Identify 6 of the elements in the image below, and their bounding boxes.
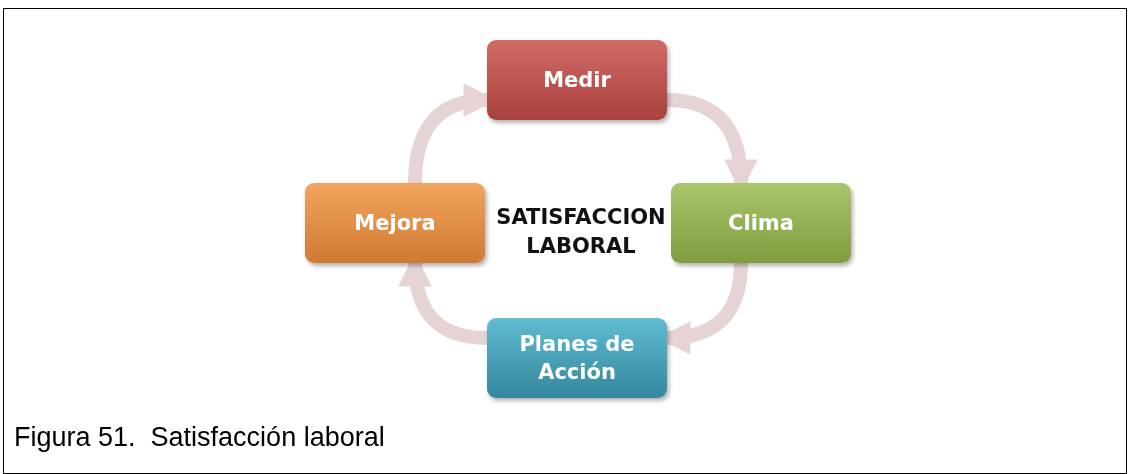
center-label: SATISFACCION LABORAL bbox=[495, 204, 667, 261]
process-box: Clima bbox=[671, 183, 851, 263]
process-box: Medir bbox=[487, 40, 667, 120]
process-box: Planes de Acción bbox=[487, 318, 667, 398]
process-box: Mejora bbox=[305, 183, 485, 263]
figure-caption: Figura 51. Satisfacción laboral bbox=[14, 422, 385, 453]
